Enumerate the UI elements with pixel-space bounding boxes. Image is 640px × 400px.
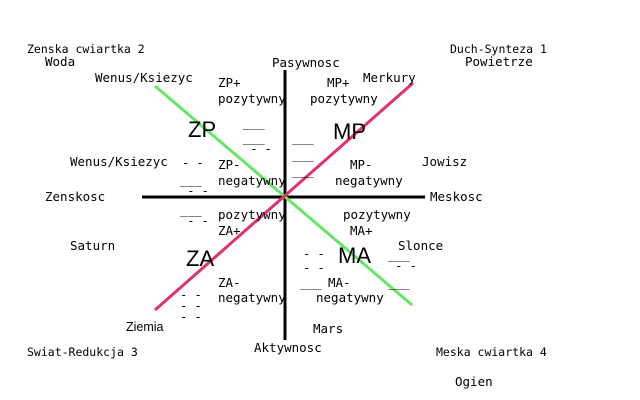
axis-label-left: Zenskosc: [45, 189, 106, 204]
mp-big-label: MP: [333, 119, 366, 144]
corner-element-top-left: Woda: [45, 54, 76, 69]
blank-mark: ___ - -: [388, 248, 417, 273]
planet-right-lower: Slonce: [398, 238, 444, 253]
planet-left-upper: Wenus/Ksiezyc: [70, 154, 168, 169]
pink-diagonal-line: [154, 81, 414, 312]
mp-plus-word: pozytywny: [310, 91, 378, 106]
zp-minus-label: ZP-: [218, 157, 241, 172]
ma-minus-label: MA-: [328, 275, 351, 290]
ma-big-label: MA: [338, 243, 371, 268]
blank-mark: ___ - -: [243, 131, 272, 156]
ma-plus-label: MA+: [350, 223, 373, 238]
zp-plus-word: pozytywny: [218, 91, 286, 106]
axis-label-right: Meskosc: [430, 189, 483, 204]
za-big-label: ZA: [186, 246, 215, 271]
planet-left-lower: Saturn: [70, 238, 116, 253]
blank-mark: - -: [303, 261, 325, 275]
zp-minus-word: negatywny: [218, 173, 286, 188]
corner-title-bottom-right: Meska cwiartka 4: [436, 345, 547, 359]
planet-bottom-left: Ziemia: [126, 320, 164, 334]
planet-right-upper: Jowisz: [422, 154, 468, 169]
blank-mark: ___: [243, 116, 265, 130]
blank-mark: - - - - - -: [180, 288, 202, 324]
blank-mark: ___: [388, 276, 410, 290]
corner-title-bottom-left: Swiat-Redukcja 3: [27, 345, 138, 359]
planet-top-left: Wenus/Ksiezyc: [95, 70, 193, 85]
mp-plus-label: MP+: [327, 75, 350, 90]
planet-bottom-center: Mars: [313, 321, 344, 336]
za-minus-label: ZA-: [218, 275, 241, 290]
zp-plus-label: ZP+: [218, 75, 241, 90]
blank-mark: ___: [292, 148, 314, 162]
ma-minus-word: negatywny: [316, 290, 384, 305]
zp-big-label: ZP: [188, 117, 217, 142]
corner-title-top-left: Zenska cwiartka 2: [27, 42, 145, 56]
blank-mark: ___ - -: [180, 203, 209, 228]
za-plus-label: ZA+: [218, 223, 241, 238]
corner-element-top-right: Powietrze: [465, 54, 533, 69]
blank-mark: ___: [292, 164, 314, 178]
corner-element-bottom-right: Ogien: [455, 374, 493, 389]
planet-top-right: Merkury: [363, 70, 416, 85]
axis-label-top: Pasywnosc: [272, 55, 340, 70]
blank-mark: ___: [300, 276, 322, 290]
blank-mark: ___ - -: [180, 173, 209, 198]
za-minus-word: negatywny: [218, 290, 286, 305]
ma-plus-word: pozytywny: [343, 207, 411, 222]
blank-mark: - -: [303, 247, 325, 261]
mp-minus-word: negatywny: [335, 173, 403, 188]
corner-title-top-right: Duch-Synteza 1: [450, 42, 547, 56]
axis-label-bottom: Aktywnosc: [254, 340, 322, 355]
za-plus-word: pozytywny: [218, 207, 286, 222]
blank-mark: ___: [292, 131, 314, 145]
blank-mark: - -: [182, 156, 204, 170]
mp-minus-label: MP-: [350, 157, 373, 172]
